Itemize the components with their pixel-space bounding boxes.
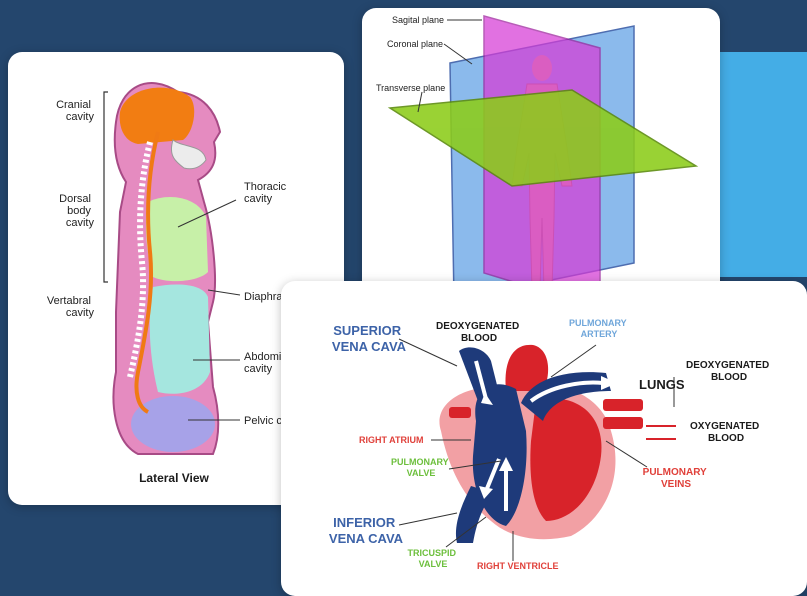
ivc-label: INFERIOR VENA CAVA: [329, 515, 404, 546]
right-ventricle-label: RIGHT VENTRICLE: [477, 561, 559, 571]
coronal-label: Coronal plane: [387, 39, 443, 49]
thoracic-label: Thoracic cavity: [244, 181, 289, 205]
lateral-view-caption: Lateral View: [139, 471, 209, 485]
legend-oxy-label: OXYGENATED BLOOD: [690, 421, 762, 444]
anatomical-planes-card: Sagital plane Coronal plane Transverse p…: [362, 8, 720, 316]
legend-deoxy-label: DEOXYGENATED BLOOD: [686, 360, 772, 383]
pelvic-cavity-shape: [131, 396, 215, 452]
vertebral-label: Vertabral cavity: [47, 295, 95, 319]
sagittal-label: Sagital plane: [392, 15, 444, 25]
anatomical-planes-diagram: Sagital plane Coronal plane Transverse p…: [362, 8, 720, 316]
heart-circulation-diagram: SUPERIOR VENA CAVA DEOXYGENATED BLOOD PU…: [281, 281, 807, 596]
tricuspid-label: TRICUSPID VALVE: [407, 548, 458, 569]
pulmonary-vein-upper: [603, 399, 643, 411]
dorsal-bracket: [104, 92, 108, 282]
lungs-label: LUNGS: [639, 377, 685, 392]
heart-diagram-card: SUPERIOR VENA CAVA DEOXYGENATED BLOOD PU…: [281, 281, 807, 596]
transverse-plane: [390, 90, 696, 186]
transverse-label: Transverse plane: [376, 83, 445, 93]
deoxy-top-label: DEOXYGENATED BLOOD: [436, 321, 522, 344]
ivc-leader: [399, 513, 457, 525]
svc-leader: [399, 339, 457, 366]
dorsal-label: Dorsal body cavity: [59, 193, 94, 229]
thoracic-cavity-shape: [146, 197, 208, 281]
left-vein-stub: [449, 407, 471, 418]
pulm-valve-label: PULMONARY VALVE: [391, 457, 451, 478]
pulm-veins-label: PULMONARY VEINS: [643, 467, 710, 490]
pulmonary-vein-lower: [603, 417, 643, 429]
right-atrium-label: RIGHT ATRIUM: [359, 435, 424, 445]
abdominal-cavity-shape: [150, 284, 210, 393]
cranial-label: Cranial cavity: [56, 99, 94, 123]
svc-label: SUPERIOR VENA CAVA: [332, 323, 407, 354]
pulm-artery-label: PULMONARY ARTERY: [569, 318, 629, 339]
